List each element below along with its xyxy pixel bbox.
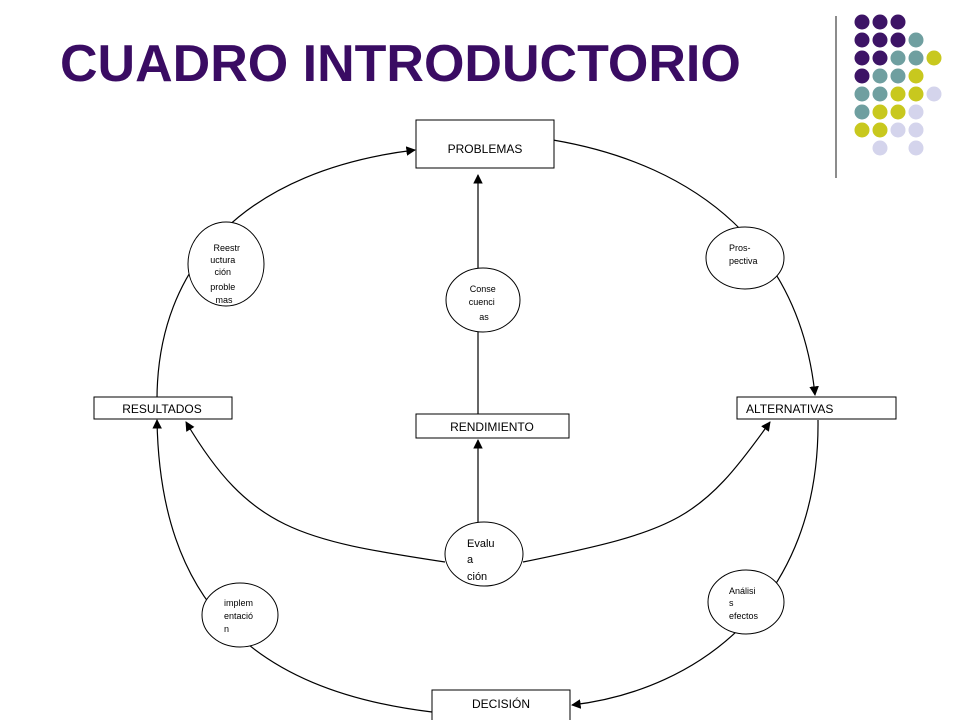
decor-dot <box>854 50 870 66</box>
decor-dot <box>854 86 870 102</box>
decor-dot <box>890 50 906 66</box>
page-title: CUADRO INTRODUCTORIO <box>60 35 741 93</box>
arrow-evaluacion-to-alternativas <box>522 421 771 563</box>
oval-prospectiva-label: Pros- pectiva <box>729 243 758 266</box>
oval-evaluacion: Evalu a ción <box>444 521 524 587</box>
cycle-arc-top-right <box>552 139 819 396</box>
decor-dot <box>890 32 906 48</box>
oval-analisis-label: Análisi s efectos <box>729 586 759 621</box>
oval-reestructuracion-label: Reestr uctura ción proble mas <box>210 243 242 305</box>
decor-dot <box>872 140 888 156</box>
decor-dot <box>908 122 924 138</box>
decor-dot <box>854 32 870 48</box>
decor-dot <box>908 50 924 66</box>
decor-dot <box>872 104 888 120</box>
decor-dot <box>908 140 924 156</box>
decor-dot <box>872 122 888 138</box>
box-rendimiento: RENDIMIENTO <box>415 413 570 439</box>
box-resultados: RESULTADOS <box>93 396 233 420</box>
oval-analisis: Análisi s efectos <box>707 569 785 635</box>
decor-dot <box>926 50 942 66</box>
decor-dot <box>854 68 870 84</box>
decor-dot <box>908 104 924 120</box>
decor-dot <box>854 104 870 120</box>
box-problemas-label: PROBLEMAS <box>448 142 523 156</box>
arrow-evaluacion-to-resultados <box>185 421 446 563</box>
decor-dot <box>890 86 906 102</box>
decor-dot <box>872 32 888 48</box>
box-resultados-label: RESULTADOS <box>122 402 202 416</box>
decor-dot <box>890 68 906 84</box>
decor-dot <box>854 122 870 138</box>
decor-dot <box>926 86 942 102</box>
decor-dot <box>872 68 888 84</box>
oval-implementacion-label: implem entació n <box>224 598 256 634</box>
decor-dot <box>908 68 924 84</box>
box-alternativas: ALTERNATIVAS <box>736 396 897 420</box>
decor-dot <box>872 50 888 66</box>
oval-implementacion: implem entació n <box>201 582 279 648</box>
decor-dot <box>908 32 924 48</box>
cycle-arc-bottom-right <box>571 419 819 709</box>
cycle-arc-bottom-left <box>152 419 433 713</box>
oval-evaluacion-label: Evalu a ción <box>467 538 498 583</box>
decor-dot <box>872 86 888 102</box>
decor-dot <box>908 86 924 102</box>
decor-dot <box>890 122 906 138</box>
box-problemas: PROBLEMAS <box>415 119 555 169</box>
box-alternativas-label: ALTERNATIVAS <box>746 402 833 416</box>
decor-dot <box>890 104 906 120</box>
box-decision: DECISIÓN <box>431 689 571 720</box>
decor-dot <box>872 14 888 30</box>
oval-reestructuracion: Reestr uctura ción proble mas <box>187 221 265 307</box>
box-rendimiento-label: RENDIMIENTO <box>450 420 534 434</box>
oval-consecuencias-label: Conse cuenci as <box>469 284 499 322</box>
decor-dot <box>890 14 906 30</box>
decor-dot <box>854 14 870 30</box>
oval-prospectiva: Pros- pectiva <box>705 226 785 290</box>
oval-consecuencias: Conse cuenci as <box>445 267 521 333</box>
decorative-dot-grid <box>835 14 942 178</box>
box-decision-label: DECISIÓN <box>472 696 530 711</box>
